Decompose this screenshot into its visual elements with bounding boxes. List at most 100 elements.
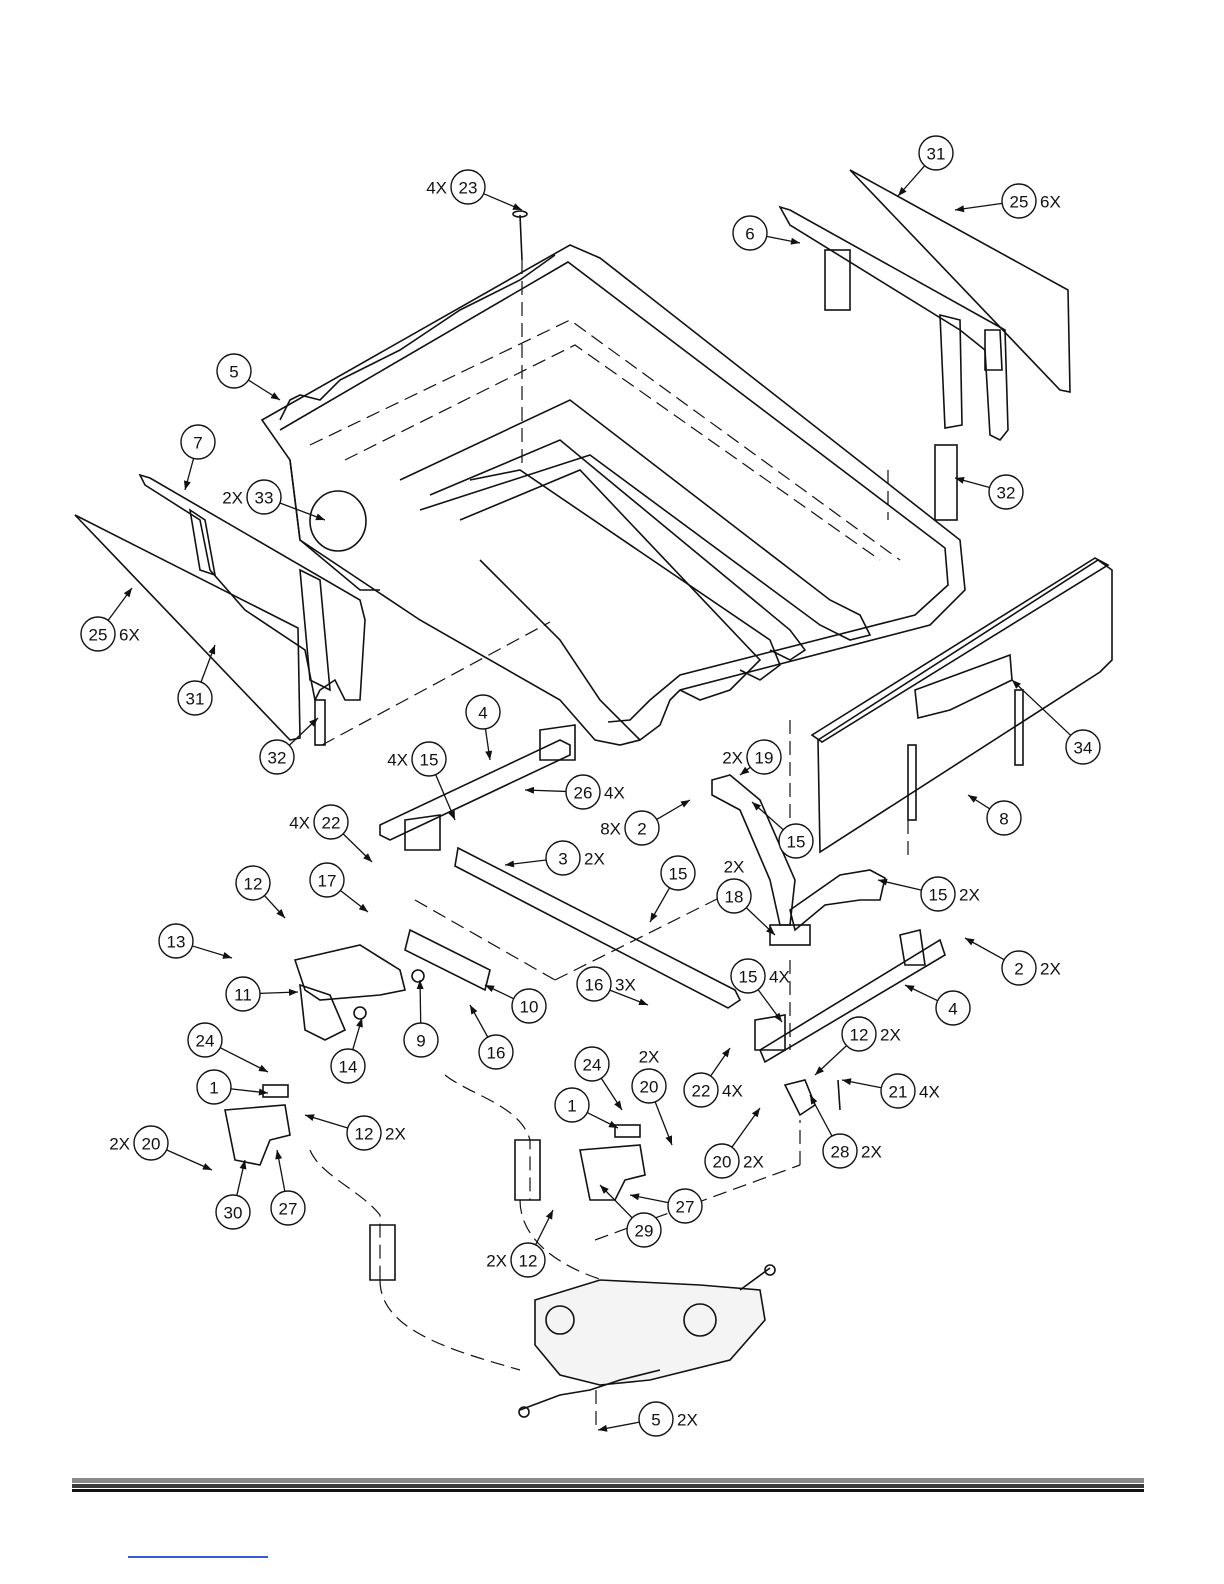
callout-31: 31 (898, 136, 953, 196)
callout-arrowhead (470, 1005, 477, 1015)
callout-number: 15 (669, 865, 688, 884)
callout-number: 6 (745, 225, 754, 244)
callout-5: 5 (217, 354, 280, 400)
bolt-23 (513, 211, 527, 470)
callout-number: 7 (193, 434, 202, 453)
callout-arrowhead (740, 767, 749, 775)
callout-2: 2 2X (965, 938, 1061, 985)
callout-arrowhead (614, 1101, 622, 1110)
callout-number: 20 (640, 1078, 659, 1097)
callout-19: 19 2X (722, 740, 781, 775)
callout-arrowhead (774, 1013, 782, 1022)
callout-number: 19 (755, 749, 774, 768)
callout-15: 15 4X (731, 959, 790, 1022)
callout-4: 4 (905, 985, 970, 1025)
callout-number: 15 (739, 968, 758, 987)
callout-27: 27 (271, 1150, 305, 1225)
callout-number: 12 (850, 1026, 869, 1045)
callout-arrowhead (790, 238, 800, 245)
callout-number: 29 (635, 1222, 654, 1241)
callout-number: 1 (567, 1097, 576, 1116)
callout-arrowhead (965, 938, 975, 945)
callout-number: 12 (355, 1125, 374, 1144)
callout-20: 202X (109, 1126, 212, 1170)
callout-arrowhead (289, 989, 298, 996)
callout-number: 22 (692, 1082, 711, 1101)
callout-number: 17 (318, 872, 337, 891)
callout-qty: 4X (604, 784, 625, 803)
callout-6: 6 (733, 216, 800, 250)
callout-arrowhead (955, 205, 964, 212)
callout-arrowhead (650, 912, 658, 922)
callout-13: 13 (159, 924, 232, 959)
callout-arrowhead (598, 1425, 607, 1432)
callout-arrowhead (546, 1210, 553, 1220)
callout-number: 9 (416, 1032, 425, 1051)
cargo-bed-tub (262, 245, 965, 745)
callout-22: 22 4X (684, 1048, 743, 1107)
callout-number: 23 (459, 179, 478, 198)
callout-qty: 4X (289, 814, 310, 833)
right-side-panel (780, 170, 1070, 520)
callout-qty: 2X (722, 749, 743, 768)
callout-arrowhead (505, 860, 514, 867)
callout-qty: 2X (1040, 960, 1061, 979)
callouts: 1128X22X32X44552X6789101112122X122X122X1… (81, 136, 1100, 1436)
callout-arrowhead (968, 795, 977, 803)
callout-qty: 4X (769, 968, 790, 987)
callout-number: 20 (713, 1153, 732, 1172)
callout-arrowhead (525, 787, 534, 794)
callout-number: 31 (927, 145, 946, 164)
callout-arrowhead (258, 1065, 268, 1072)
callout-25: 256X (81, 588, 140, 651)
callout-leader (1012, 680, 1071, 735)
callout-arrowhead (202, 1163, 212, 1170)
callout-qty: 4X (387, 751, 408, 770)
callout-5: 5 2X (598, 1402, 698, 1436)
callout-qty: 2X (677, 1411, 698, 1430)
callout-33: 332X (222, 480, 325, 520)
callout-number: 1 (209, 1079, 218, 1098)
callout-14: 14 (331, 1018, 365, 1083)
callout-number: 5 (229, 363, 238, 382)
callout-number: 12 (519, 1252, 538, 1271)
callout-arrowhead (222, 952, 232, 959)
callout-7: 7 (181, 425, 215, 490)
callout-28: 282X (810, 1095, 882, 1168)
footer-link-underline[interactable] (128, 1556, 268, 1558)
callout-arrowhead (905, 985, 915, 992)
callout-17: 17 (310, 863, 368, 912)
callout-30: 30 (216, 1160, 250, 1229)
callout-number: 32 (268, 749, 287, 768)
callout-qty: 2X (959, 886, 980, 905)
callout-arrowhead (680, 800, 690, 808)
callout-qty: 4X (426, 179, 447, 198)
callout-number: 2 (637, 820, 646, 839)
callout-arrowhead (665, 1135, 672, 1145)
callout-15: 152X (878, 877, 980, 911)
callout-number: 13 (167, 933, 186, 952)
callout-16: 163X (577, 967, 648, 1005)
callout-11: 11 (226, 977, 298, 1011)
callout-number: 31 (186, 690, 205, 709)
callout-number: 33 (255, 489, 274, 508)
callout-number: 5 (651, 1411, 660, 1430)
callout-arrowhead (305, 1114, 315, 1121)
callout-number: 25 (1010, 193, 1029, 212)
callout-number: 25 (89, 626, 108, 645)
callout-29: 29 (600, 1185, 661, 1247)
callout-arrowhead (184, 480, 191, 490)
callout-number: 18 (725, 888, 744, 907)
callout-32: 32 (955, 475, 1023, 509)
callout-arrowhead (271, 392, 280, 400)
callout-qty: 2X (109, 1135, 130, 1154)
callout-number: 2 (1014, 960, 1023, 979)
callout-32: 32 (260, 718, 318, 774)
callout-12: 12 (236, 866, 285, 918)
callout-qty: 4X (722, 1082, 743, 1101)
